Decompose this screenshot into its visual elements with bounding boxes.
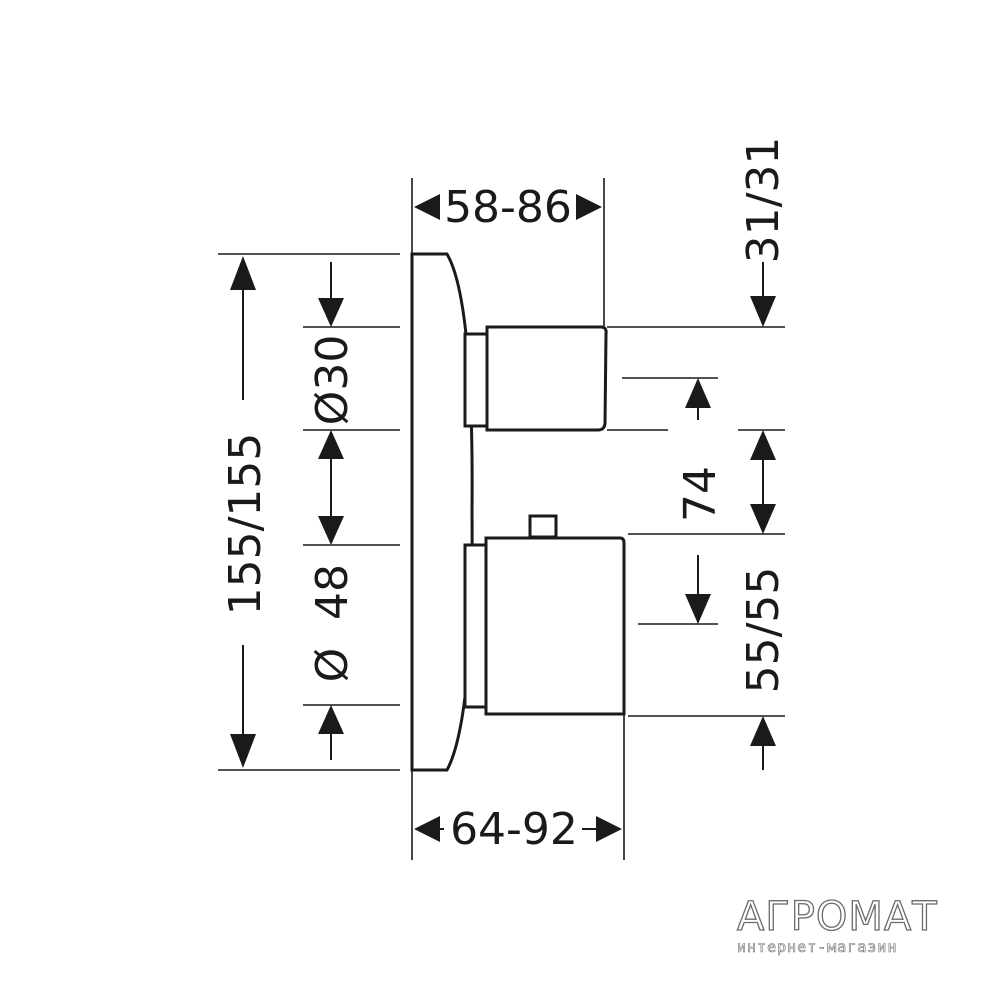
dim-top-width: 58-86 bbox=[414, 182, 602, 233]
dim-handle-gap bbox=[750, 430, 776, 534]
extension-lines bbox=[218, 178, 785, 860]
dim-upper-diameter: Ø30 bbox=[307, 262, 358, 459]
dim-total-height: 155/155 bbox=[220, 256, 271, 768]
dim-lower-diameter-value: 48 bbox=[307, 564, 358, 620]
dim-bottom-width-label: 64-92 bbox=[450, 804, 578, 855]
dim-lower-diameter: 48 Ø bbox=[307, 458, 358, 760]
watermark-logo: АГРОМАТ bbox=[737, 894, 938, 940]
dim-bottom-offset: 55/55 bbox=[738, 567, 789, 770]
dim-total-height-label: 155/155 bbox=[220, 433, 271, 616]
dim-bottom-width: 64-92 bbox=[414, 804, 622, 855]
dim-spacing-label: 74 bbox=[675, 466, 726, 522]
lower-handle bbox=[484, 536, 626, 716]
dim-lower-diameter-symbol: Ø bbox=[307, 648, 358, 683]
dim-top-offset: 31/31 bbox=[738, 137, 789, 327]
dim-top-offset-label: 31/31 bbox=[738, 137, 789, 264]
thermostat-stop-button bbox=[528, 514, 558, 539]
upper-handle bbox=[485, 325, 608, 432]
cover-plate bbox=[410, 252, 474, 772]
dim-spacing: 74 bbox=[675, 378, 726, 624]
dim-top-width-label: 58-86 bbox=[444, 182, 572, 233]
dim-bottom-offset-label: 55/55 bbox=[738, 567, 789, 694]
watermark-subtitle: интернет-магазин bbox=[737, 938, 898, 956]
watermark: АГРОМАТ интернет-магазин bbox=[736, 893, 938, 956]
dim-upper-diameter-label: Ø30 bbox=[307, 335, 358, 426]
upper-handle-stem bbox=[463, 332, 491, 428]
